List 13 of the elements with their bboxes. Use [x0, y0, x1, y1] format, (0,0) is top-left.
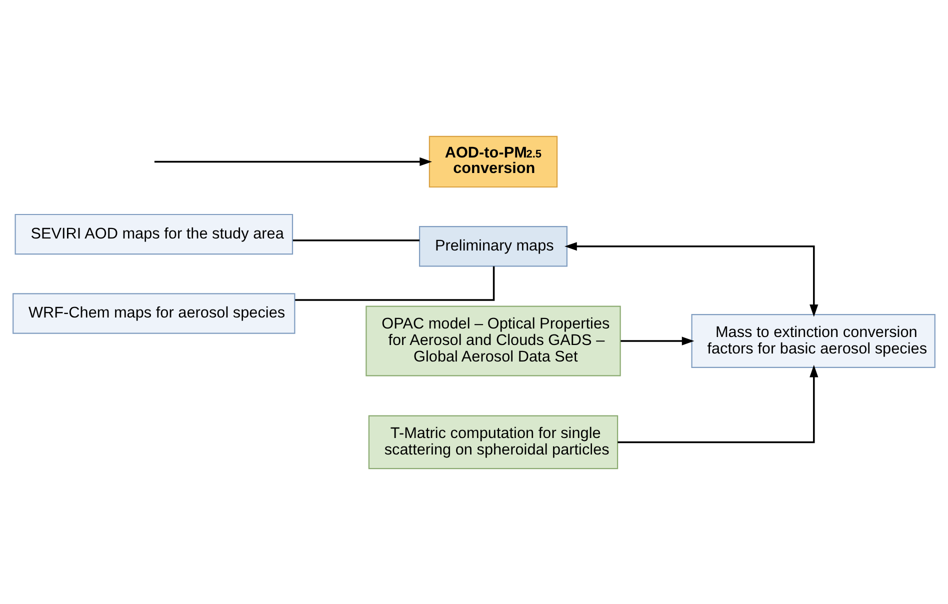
node-box: OPAC model – Optical Properties for Aerosol and Clouds GADS – Global Aerosol Data Set [366, 305, 621, 376]
arrow [620, 336, 694, 345]
node-box: SEVIRI AOD maps for the study area [14, 213, 294, 254]
node-box: Mass to extinction conversion factors for basic aerosol species [691, 314, 936, 368]
connector [295, 266, 495, 300]
connector [292, 238, 420, 241]
arrow [564, 242, 818, 316]
node-box: T-Matric computation for single scattering on spheroidal particles [368, 414, 618, 469]
arrow [154, 156, 432, 166]
node-box: WRF-Chem maps for aerosol species [12, 292, 296, 334]
node-box: AOD-to-PM2.5 conversion [428, 135, 558, 188]
arrow [618, 364, 818, 443]
node-box: Preliminary maps [419, 226, 568, 266]
